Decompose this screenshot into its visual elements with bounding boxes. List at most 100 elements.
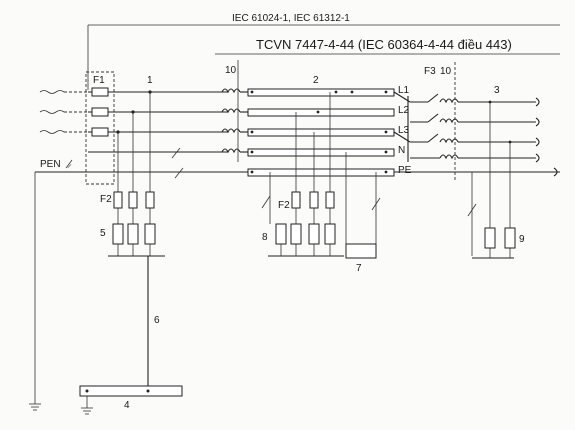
f1-fuse-2 bbox=[91, 107, 109, 117]
switch-mark-2 bbox=[174, 167, 184, 179]
busdot-9 bbox=[384, 150, 388, 154]
busdot-1 bbox=[250, 90, 254, 94]
spd-left-3 bbox=[144, 223, 156, 245]
spd-mid-2 bbox=[290, 223, 302, 245]
busdot-3 bbox=[350, 90, 354, 94]
busdot-4 bbox=[384, 90, 388, 94]
busdot-11 bbox=[384, 170, 388, 174]
f2-mid-label: F2 bbox=[278, 200, 290, 211]
busbar-l3 bbox=[247, 128, 395, 137]
inductors-left: 10 bbox=[221, 60, 241, 162]
outlet-1 bbox=[535, 97, 540, 107]
outlet-4 bbox=[535, 153, 540, 163]
pen-label: PEN bbox=[40, 159, 61, 170]
inductor-l2-right bbox=[439, 118, 459, 124]
f1-label: F1 bbox=[93, 75, 105, 86]
busdot-10 bbox=[250, 170, 254, 174]
spd-right-1 bbox=[484, 227, 496, 249]
conductor-l2-label: L2 bbox=[398, 105, 410, 116]
label-4: 4 bbox=[124, 400, 130, 411]
spd-left-2 bbox=[127, 223, 139, 245]
busdot-5 bbox=[316, 110, 320, 114]
label-8: 8 bbox=[262, 232, 268, 243]
tap-dot-1 bbox=[116, 130, 120, 134]
busbar-pe bbox=[247, 168, 395, 177]
left-spd-group: F2 5 6 bbox=[100, 191, 165, 386]
mid-spd-group: F2 8 7 bbox=[261, 92, 381, 274]
f3-label: F3 bbox=[424, 66, 436, 77]
left-taps bbox=[116, 90, 184, 192]
label-5: 5 bbox=[100, 228, 106, 239]
f2-mid-fuse-1 bbox=[291, 191, 301, 209]
main-earth-bar bbox=[79, 385, 183, 397]
standard-top-text: IEC 61024-1, IEC 61312-1 bbox=[232, 13, 350, 24]
f2-left-fuse-1 bbox=[113, 191, 123, 209]
busbar-l2 bbox=[247, 108, 395, 117]
label-9: 9 bbox=[519, 234, 525, 245]
inductor-n-left bbox=[221, 148, 241, 154]
inductor-l2-left bbox=[221, 108, 241, 114]
r-feed-2 bbox=[393, 131, 411, 143]
right-section: F3 10 3 bbox=[393, 62, 558, 259]
f2-mid-fuse-2 bbox=[309, 191, 319, 209]
bar-dot-left bbox=[85, 389, 89, 393]
inductor-n-right bbox=[439, 154, 459, 160]
bar-dot-right bbox=[146, 389, 150, 393]
conductor-pe-label: PE bbox=[398, 165, 412, 176]
tap-dot-2 bbox=[131, 110, 135, 114]
outlet-3 bbox=[535, 137, 540, 147]
f2-left-fuse-3 bbox=[145, 191, 155, 209]
pen-arrow-glyph: ⸝ bbox=[67, 159, 72, 170]
label-6: 6 bbox=[154, 315, 160, 326]
conductor-l1-label: L1 bbox=[398, 85, 410, 96]
spd-right-2 bbox=[504, 227, 516, 249]
busbar-n bbox=[247, 148, 395, 157]
incoming-wave-2 bbox=[39, 110, 65, 114]
inductor-l1-left bbox=[221, 88, 241, 94]
spd-mid-1 bbox=[275, 223, 287, 245]
label-3: 3 bbox=[494, 85, 500, 96]
label-2: 2 bbox=[313, 75, 319, 86]
busdot-2 bbox=[334, 90, 338, 94]
conductor-n-label: N bbox=[398, 145, 405, 156]
distribution-busbars: 2 L1 L2 L3 N PE bbox=[240, 75, 412, 177]
f2-mid-fuse-3 bbox=[325, 191, 335, 209]
label-10-left: 10 bbox=[225, 65, 237, 76]
spd-mid-3 bbox=[308, 223, 320, 245]
r-dot-1 bbox=[488, 100, 492, 104]
outlet-pe bbox=[553, 167, 558, 177]
incoming-wave-1 bbox=[39, 90, 65, 94]
busdot-6 bbox=[250, 130, 254, 134]
f2-left-fuse-2 bbox=[128, 191, 138, 209]
pen-arrow bbox=[65, 159, 73, 169]
spd-left-1 bbox=[112, 223, 124, 245]
switch-f3-l2 bbox=[427, 113, 439, 123]
inductor-l3-right bbox=[439, 138, 459, 144]
busdot-7 bbox=[384, 130, 388, 134]
incoming-wave-3 bbox=[39, 130, 65, 134]
f2-left-label: F2 bbox=[100, 194, 112, 205]
f1-fuse-1 bbox=[91, 87, 109, 97]
conductor-l3-label: L3 bbox=[398, 125, 410, 136]
f1-fuse-group: F1 bbox=[85, 71, 115, 185]
tap-dot-3 bbox=[148, 90, 152, 94]
switch-f3-l1 bbox=[427, 93, 439, 103]
busbar-l1 bbox=[247, 88, 395, 97]
standard-main-text: TCVN 7447-4-44 (IEC 60364-4-44 điều 443) bbox=[256, 37, 512, 52]
header-standards: IEC 61024-1, IEC 61312-1 TCVN 7447-4-44 … bbox=[87, 13, 560, 90]
switch-mark-3 bbox=[261, 195, 271, 209]
r-feed-1 bbox=[393, 91, 411, 103]
label-1: 1 bbox=[147, 75, 153, 86]
inductor-l1-right bbox=[439, 98, 459, 104]
spd-mid-4 bbox=[324, 223, 336, 245]
r-dot-2 bbox=[508, 140, 512, 144]
f1-fuse-3 bbox=[91, 127, 109, 137]
label-7: 7 bbox=[356, 263, 362, 274]
switch-f3-l3 bbox=[427, 133, 439, 143]
main-earth-bar-group: 4 bbox=[29, 172, 183, 415]
busdot-8 bbox=[250, 150, 254, 154]
inductor-l3-left bbox=[221, 128, 241, 134]
device-7 bbox=[345, 243, 377, 259]
